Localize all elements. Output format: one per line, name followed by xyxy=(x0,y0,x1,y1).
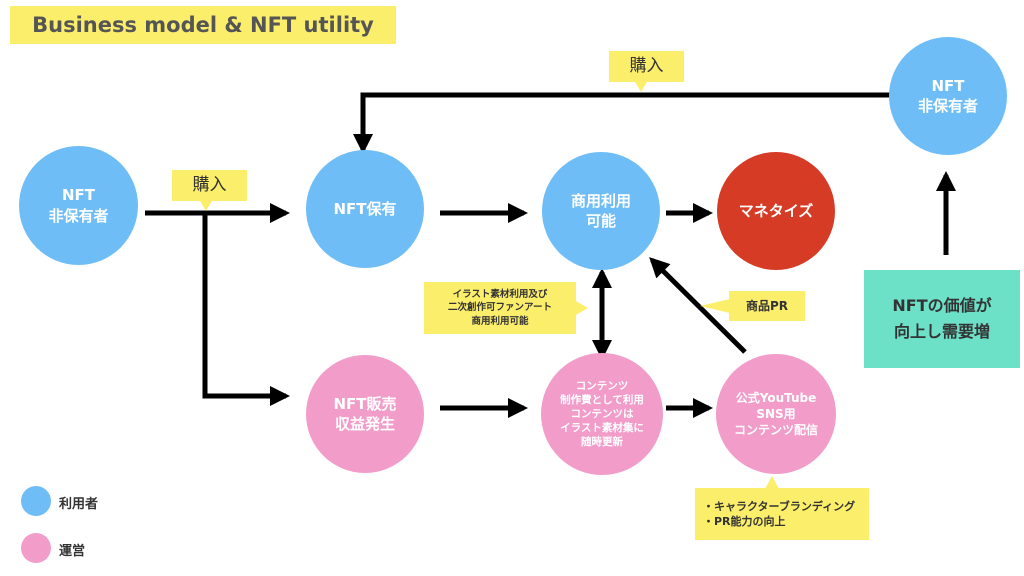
node-monetize: マネタイズ xyxy=(717,152,835,270)
page-title: Business model & NFT utility xyxy=(10,6,396,44)
node-nft-holder: NFT保有 xyxy=(306,150,424,268)
node-commercial-use: 商用利用 可能 xyxy=(542,152,660,270)
legend-operator-dot xyxy=(21,533,51,563)
pointer-purchase-top xyxy=(634,80,648,92)
label-product-pr: 商品PR xyxy=(729,291,805,321)
legend-operator-label: 運営 xyxy=(59,544,86,559)
node-official-youtube: 公式YouTube SNS用 コンテンツ配信 xyxy=(716,354,836,474)
value-increase-box: NFTの価値が 向上し需要増 xyxy=(864,270,1020,368)
label-branding-note: ・キャラクターブランディング ・PR能力の向上 xyxy=(695,488,869,540)
label-illustration-note: イラスト素材利用及び 二次創作可ファンアート 商用利用可能 xyxy=(424,282,576,334)
node-non-holder-left: NFT 非保有者 xyxy=(19,146,138,265)
node-content: コンテンツ 制作費として利用 コンテンツは イラスト素材集に 随時更新 xyxy=(541,353,663,475)
arrow-youtube-to-commercial xyxy=(649,257,747,354)
pointer-branding-note xyxy=(765,476,779,489)
node-nft-sales: NFT販売 収益発生 xyxy=(306,355,424,473)
pointer-purchase-left xyxy=(199,199,213,211)
label-purchase-top: 購入 xyxy=(609,51,684,82)
legend-user-dot xyxy=(21,486,51,516)
label-purchase-left: 購入 xyxy=(172,170,247,201)
node-non-holder-right: NFT 非保有者 xyxy=(889,37,1007,155)
pointer-product-pr xyxy=(700,299,730,313)
arrow-purchase-top xyxy=(353,92,890,154)
arrow-to-sales xyxy=(202,213,290,406)
legend-user-label: 利用者 xyxy=(59,497,99,512)
pointer-illustration-note xyxy=(574,300,588,316)
